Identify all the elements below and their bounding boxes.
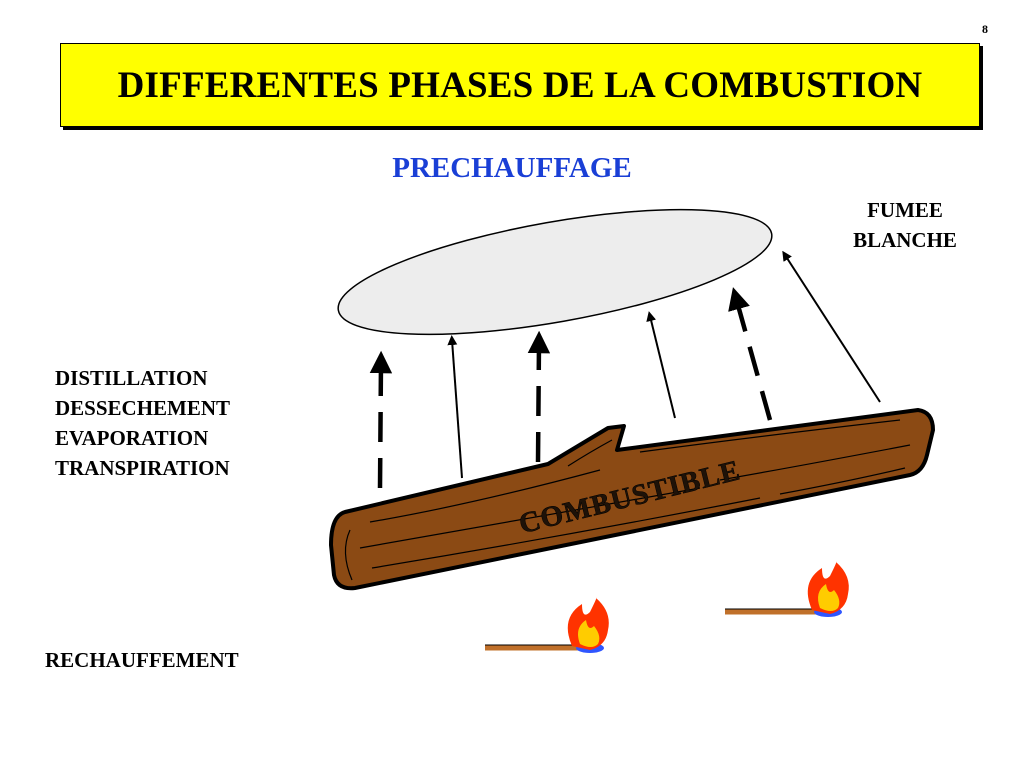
rising-arrows	[369, 250, 881, 489]
rising-arrow-dashed-1	[369, 350, 393, 489]
smoke-label-line-2: BLANCHE	[853, 228, 957, 252]
reheat-label: RECHAUFFEMENT	[45, 648, 239, 672]
white-smoke-cloud	[337, 208, 773, 336]
rising-arrow-dashed-2	[527, 330, 551, 463]
wooden-log: COMBUSTIBLE	[329, 408, 935, 591]
burning-match-2	[725, 561, 849, 617]
process-item-transpiration: TRANSPIRATION	[55, 456, 230, 480]
rising-arrow-solid-3	[782, 250, 881, 403]
burning-match-1	[485, 597, 609, 653]
process-list: DISTILLATION DESSECHEMENT EVAPORATION TR…	[55, 363, 230, 483]
log-body	[329, 408, 935, 591]
flame-core-icon	[578, 620, 600, 647]
title-box: DIFFERENTES PHASES DE LA COMBUSTION	[60, 43, 980, 127]
rising-arrow-solid-2	[646, 311, 676, 419]
wood-grain	[344, 419, 911, 581]
rising-arrow-dashed-3	[728, 287, 773, 421]
flame-core-icon	[818, 584, 840, 611]
page-number: 8	[982, 22, 988, 36]
smoke-label: FUMEE BLANCHE	[810, 195, 1000, 255]
process-item-dessechement: DESSECHEMENT	[55, 396, 231, 420]
process-item-distillation: DISTILLATION	[55, 366, 208, 390]
rising-arrow-solid-1	[447, 335, 463, 479]
process-item-evaporation: EVAPORATION	[55, 426, 209, 450]
smoke-label-line-1: FUMEE	[867, 198, 943, 222]
slide-title: DIFFERENTES PHASES DE LA COMBUSTION	[117, 64, 923, 106]
phase-subtitle: PRECHAUFFAGE	[392, 152, 632, 184]
